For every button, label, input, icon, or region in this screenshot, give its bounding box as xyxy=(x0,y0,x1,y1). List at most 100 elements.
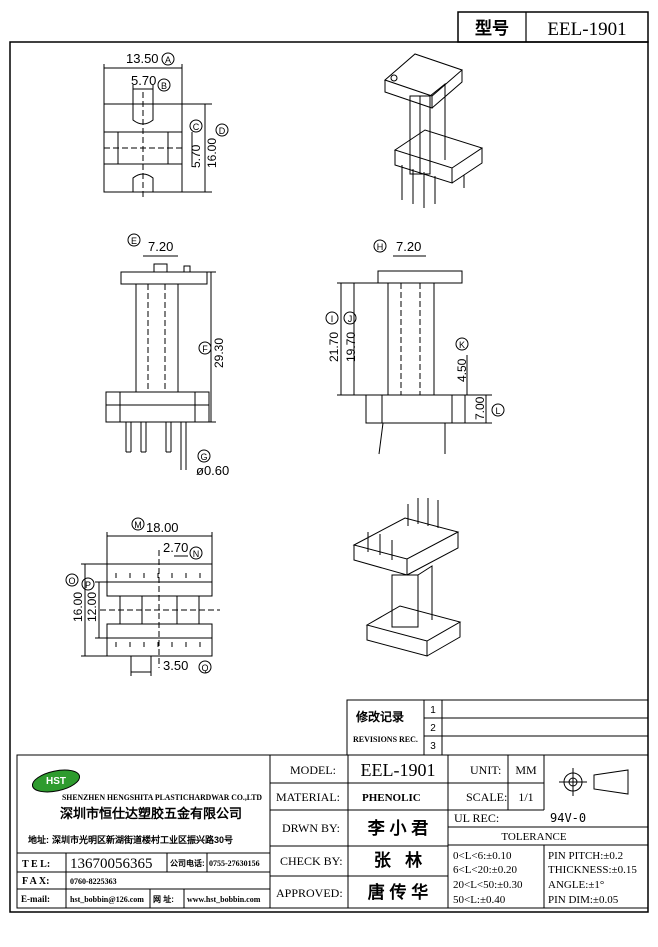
pin-dim: PIN DIM:±0.05 xyxy=(548,894,619,906)
side-dim-k: 4.50 xyxy=(455,358,469,382)
header-model-value: EEL-1901 xyxy=(547,19,626,40)
bottom-dim-p: 12.00 xyxy=(85,592,99,622)
mark-q: Q xyxy=(201,663,208,673)
company-address: 深圳市光明区新湖街道楼村工业区振兴路30号 xyxy=(52,834,233,845)
mark-c-circle xyxy=(189,119,203,133)
mark-a-circle xyxy=(161,52,175,66)
dim-slot: 5.70 xyxy=(131,73,156,88)
approved-value: 唐 传 华 xyxy=(368,882,428,902)
iso-view-bottom xyxy=(352,498,462,657)
scale-value: 1/1 xyxy=(518,790,533,804)
unit-value: MM xyxy=(515,763,537,777)
mark-h-circle xyxy=(373,239,387,253)
bottom-view xyxy=(81,532,220,676)
angle: ANGLE:±1° xyxy=(548,879,604,891)
model-value: EEL-1901 xyxy=(361,760,436,780)
mark-m-circle xyxy=(131,517,145,531)
web-value: www.hst_bobbin.com xyxy=(187,895,261,904)
material-value: PHENOLIC xyxy=(362,792,421,804)
tol-4: 50<L:±0.40 xyxy=(453,894,506,906)
mark-j-circle xyxy=(343,311,357,325)
revisions-title-en: REVISIONS REC. xyxy=(353,735,418,744)
mark-b: B xyxy=(161,81,167,91)
check-label: CHECK BY: xyxy=(280,854,343,868)
check-value: 张 林 xyxy=(374,850,422,870)
tolerance-label: TOLERANCE xyxy=(501,831,566,843)
dim-width: 13.50 xyxy=(126,51,159,66)
tel-value: 13670056365 xyxy=(70,856,153,872)
mark-b-circle xyxy=(157,78,171,92)
sheet-border xyxy=(9,41,649,913)
revisions-table xyxy=(346,699,649,756)
mark-i-circle xyxy=(325,311,339,325)
mark-n-circle xyxy=(189,546,203,560)
model-label: MODEL: xyxy=(290,763,336,777)
fax-label: F A X: xyxy=(22,876,49,887)
mark-m: M xyxy=(134,520,142,530)
fax-value: 0760-8225363 xyxy=(70,877,117,886)
bottom-dim-o: 16.00 xyxy=(71,592,85,622)
company-name-cn: 深圳市恒仕达塑胶五金有限公司 xyxy=(60,806,242,821)
scale-label: SCALE: xyxy=(466,790,507,804)
side-view xyxy=(337,255,492,455)
mark-k-circle xyxy=(455,337,469,351)
mark-f: F xyxy=(202,344,208,354)
company-name-en: SHENZHEN HENGSHITA PLASTICHARDWAR CO.,LT… xyxy=(62,793,262,802)
pin-pitch: PIN PITCH:±0.2 xyxy=(548,850,623,862)
ul-label: UL REC: xyxy=(454,811,499,825)
tel-label: T E L: xyxy=(22,859,50,870)
bottom-dim-m: 18.00 xyxy=(146,520,179,535)
drawn-value: 李 小 君 xyxy=(368,818,428,838)
top-view xyxy=(103,64,212,200)
mark-e: E xyxy=(131,236,137,246)
mark-p: P xyxy=(85,580,91,590)
mark-e-circle xyxy=(127,233,141,247)
email-label: E-mail: xyxy=(21,894,50,904)
web-label: 网 址: xyxy=(153,894,174,904)
mark-i: I xyxy=(331,314,334,324)
revision-row-2: 2 xyxy=(430,723,436,734)
mark-p-circle xyxy=(81,577,95,591)
drawn-label: DRWN BY: xyxy=(282,821,340,835)
front-dim-pin: ø0.60 xyxy=(196,463,229,478)
ul-value: 94V-0 xyxy=(550,811,586,825)
dim-inner-h: 5.70 xyxy=(189,144,203,168)
bottom-dim-q: 3.50 xyxy=(163,658,188,673)
mark-h: H xyxy=(377,242,384,252)
mark-g-circle xyxy=(197,449,211,463)
mark-n: N xyxy=(193,549,200,559)
side-dim-i: 21.70 xyxy=(327,332,341,362)
revision-row-3: 3 xyxy=(430,741,436,752)
dim-outer-h: 16.00 xyxy=(205,138,219,168)
header-block: 型号 EEL-1901 xyxy=(457,11,649,43)
company-logo: HST xyxy=(31,769,81,793)
approved-label: APPROVED: xyxy=(276,886,343,900)
tol-2: 6<L<20:±0.20 xyxy=(453,864,517,876)
mark-c: C xyxy=(193,122,200,132)
revision-row-1: 1 xyxy=(430,705,436,716)
mark-q-circle xyxy=(198,660,212,674)
phone-value: 0755-27630156 xyxy=(209,859,260,868)
revisions-title-cn: 修改记录 xyxy=(355,709,404,724)
front-view xyxy=(105,255,216,470)
front-dim-height: 29.30 xyxy=(212,338,226,368)
company-logo-text: HST xyxy=(46,776,66,787)
company-address-label: 地址: xyxy=(28,834,49,845)
tol-1: 0<L<6:±0.10 xyxy=(453,850,512,862)
mark-a: A xyxy=(165,55,171,65)
mark-k: K xyxy=(459,340,465,350)
front-dim-top: 7.20 xyxy=(148,239,173,254)
side-dim-j: 19.70 xyxy=(344,332,358,362)
title-block-grid xyxy=(16,754,649,909)
mark-d-circle xyxy=(215,123,229,137)
mark-o: O xyxy=(68,576,75,586)
mark-g: G xyxy=(200,452,207,462)
side-dim-l: 7.00 xyxy=(473,396,487,420)
email-value: hst_bobbin@126.com xyxy=(70,895,144,904)
phone-label: 公司电话: xyxy=(170,858,205,868)
mark-l: L xyxy=(495,406,500,416)
mark-l-circle xyxy=(491,403,505,417)
tol-3: 20<L<50:±0.30 xyxy=(453,879,523,891)
mark-f-circle xyxy=(198,341,212,355)
